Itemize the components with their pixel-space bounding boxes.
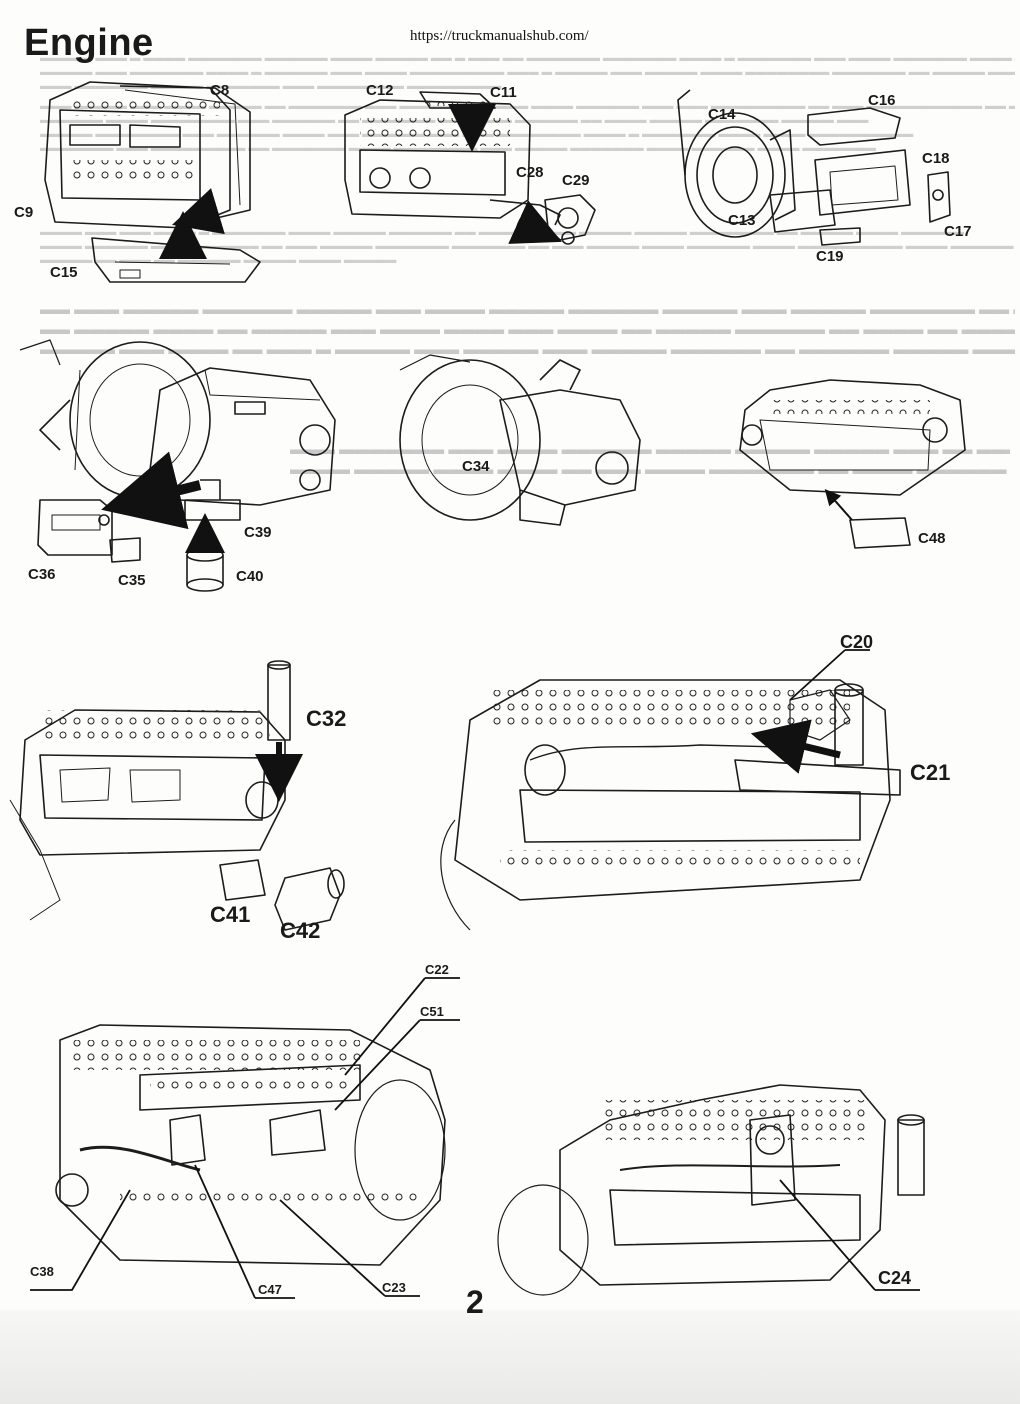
source-url: https://truckmanualshub.com/ [410, 28, 589, 44]
part-label-c19: C19 [816, 248, 844, 265]
part-label-c36: C36 [28, 566, 56, 583]
step7-intake-illustration [9, 660, 345, 931]
step3-bellhousing-illustration [677, 89, 951, 246]
part-label-c29: C29 [562, 172, 590, 189]
step6-sump-cover-illustration [739, 379, 966, 549]
step9-side-illustration [55, 1024, 446, 1266]
part-label-c20: C20 [840, 632, 874, 652]
part-label-c14: C14 [708, 106, 736, 123]
page-number: 2 [466, 1284, 484, 1320]
part-label-c12: C12 [366, 82, 394, 99]
step5-gearbox-illustration [399, 354, 641, 526]
part-label-c9: C9 [14, 204, 34, 221]
part-label-c21: C21 [910, 760, 951, 785]
part-label-c15: C15 [50, 264, 78, 281]
part-label-c34: C34 [462, 458, 490, 475]
part-label-c22: C22 [425, 962, 449, 977]
part-label-c40: C40 [236, 568, 264, 585]
part-label-c39: C39 [244, 524, 272, 541]
step4-transmission-illustration [19, 339, 336, 592]
part-label-c51: C51 [420, 1004, 444, 1019]
part-label-c17: C17 [944, 223, 972, 240]
part-label-c11: C11 [490, 84, 517, 101]
part-label-c32: C32 [306, 706, 347, 731]
part-label-c48: C48 [918, 530, 946, 547]
part-label-c24: C24 [878, 1268, 912, 1288]
part-label-c16: C16 [868, 92, 896, 109]
part-label-c38: C38 [30, 1264, 54, 1279]
part-label-c18: C18 [922, 150, 950, 167]
part-label-c41: C41 [210, 902, 251, 927]
part-label-c42: C42 [280, 918, 321, 943]
part-label-c28: C28 [516, 164, 544, 181]
leader-lines [30, 649, 920, 1299]
part-label-c35: C35 [118, 572, 146, 589]
step10-filter-illustration [497, 1084, 925, 1296]
part-label-c47: C47 [258, 1282, 282, 1297]
part-label-c8: C8 [210, 82, 230, 99]
part-label-c13: C13 [728, 212, 756, 229]
part-label-c23: C23 [382, 1280, 406, 1295]
scan-margin [0, 1310, 1020, 1404]
step8-exhaust-illustration [440, 679, 901, 931]
page-title: Engine [24, 22, 154, 64]
step1-block-illustration [44, 81, 261, 283]
